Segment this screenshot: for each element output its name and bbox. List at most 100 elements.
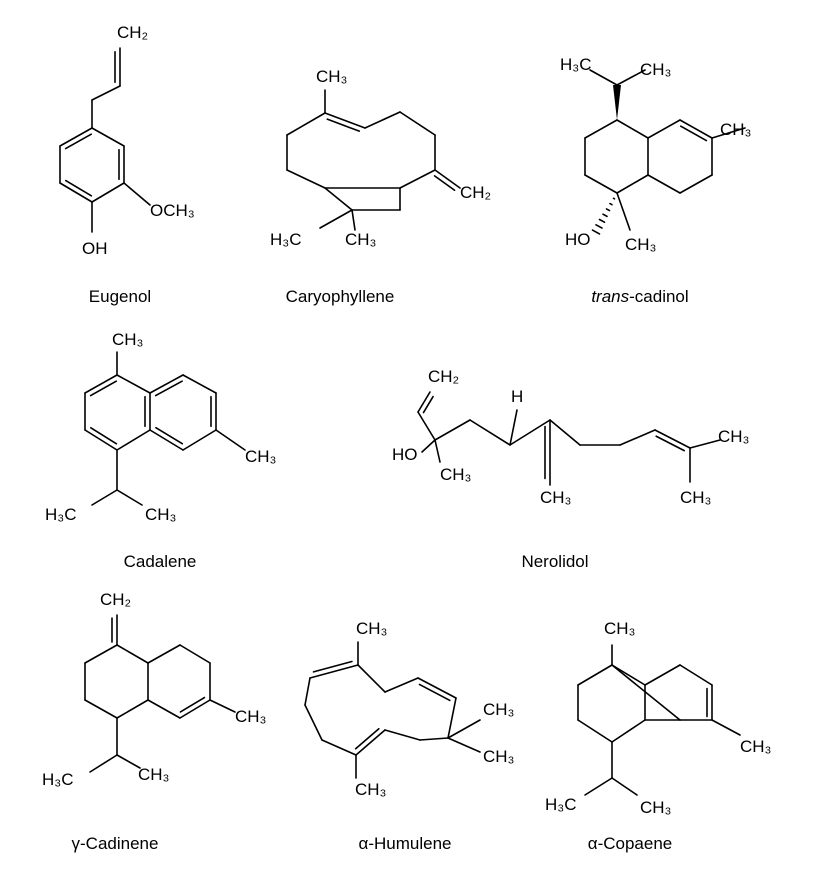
single-bond — [123, 182, 151, 206]
double-bond — [64, 133, 93, 150]
single-bond — [616, 119, 649, 139]
single-bond — [616, 174, 649, 194]
single-bond — [419, 737, 449, 741]
atom-label: CH₃ — [145, 505, 176, 524]
atom-label: CH₃ — [625, 235, 656, 254]
single-bond — [509, 419, 551, 446]
single-bond — [611, 777, 638, 796]
single-bond — [679, 119, 713, 139]
single-bond — [434, 169, 461, 189]
single-bond — [116, 489, 143, 506]
single-bond — [179, 644, 211, 664]
single-bond — [417, 677, 457, 699]
name-text: α-Humulene — [359, 834, 452, 853]
name-text: Caryophyllene — [286, 287, 395, 306]
atom-label: H₃C — [560, 55, 591, 74]
atom-label: H₃C — [42, 770, 73, 789]
single-bond — [421, 439, 436, 453]
single-bond — [84, 644, 118, 664]
single-bond — [59, 127, 93, 147]
single-bond — [589, 69, 618, 86]
atom-label: CH₃ — [138, 765, 169, 784]
hashed-bond — [602, 213, 608, 218]
single-bond — [116, 644, 149, 664]
single-bond — [351, 209, 356, 231]
single-bond — [91, 489, 118, 506]
single-bond — [549, 419, 581, 446]
single-bond — [91, 182, 125, 203]
atom-label: CH₃ — [604, 619, 635, 638]
single-bond — [286, 112, 326, 136]
single-bond — [116, 754, 141, 769]
single-bond — [447, 697, 457, 739]
single-bond — [91, 127, 125, 147]
single-bond — [654, 429, 691, 449]
hashed-bond — [605, 208, 611, 212]
single-bond — [647, 174, 681, 194]
single-bond — [679, 664, 713, 686]
atom-label: CH₃ — [740, 737, 771, 756]
atom-label: CH₂ — [428, 367, 459, 386]
single-bond — [577, 719, 613, 743]
single-bond — [611, 719, 646, 743]
double-bond — [422, 395, 434, 414]
single-bond — [711, 127, 746, 139]
single-bond — [304, 704, 323, 741]
single-bond — [611, 664, 681, 721]
atom-label: CH₃ — [720, 120, 751, 139]
name-text: -cadinol — [629, 287, 689, 306]
atom-label: H₃C — [270, 230, 301, 249]
name-text: Nerolidol — [521, 552, 588, 571]
single-bond — [434, 419, 471, 441]
single-bond — [116, 374, 151, 394]
single-bond — [447, 719, 481, 739]
single-bond — [149, 374, 184, 394]
double-bond — [90, 426, 118, 445]
double-bond — [312, 660, 353, 673]
double-bond — [64, 179, 93, 197]
atom-label: OCH₃ — [150, 201, 195, 220]
single-bond — [616, 192, 631, 231]
single-bond — [355, 729, 386, 756]
atom-label: CH₃ — [345, 230, 376, 249]
single-bond — [149, 429, 184, 451]
single-bond — [147, 644, 181, 664]
molecule-name: γ-Cadinene — [72, 834, 159, 853]
single-bond — [324, 187, 353, 211]
single-bond — [59, 182, 93, 203]
atom-label: CH₃ — [483, 700, 514, 719]
hashed-bond — [609, 202, 613, 206]
single-bond — [619, 429, 656, 446]
single-bond — [209, 699, 236, 713]
single-bond — [324, 112, 366, 129]
double-bond — [418, 683, 451, 702]
double-bond — [354, 727, 380, 750]
molecule-name: Cadalene — [124, 552, 197, 571]
single-bond — [321, 739, 357, 756]
atom-label: HO — [392, 445, 418, 464]
atom-label: H — [511, 387, 523, 406]
atom-label: HO — [565, 230, 591, 249]
single-bond — [509, 409, 518, 446]
single-bond — [399, 169, 436, 189]
double-bond — [89, 380, 118, 397]
single-bond — [447, 737, 481, 753]
single-bond — [584, 119, 618, 139]
atom-label: CH₃ — [440, 465, 471, 484]
single-bond — [417, 391, 431, 413]
single-bond — [91, 85, 121, 101]
single-bond — [616, 69, 646, 86]
single-bond — [182, 374, 217, 394]
atom-label: CH₃ — [355, 780, 386, 799]
hashed-bond — [598, 218, 606, 224]
atom-label: CH₃ — [680, 488, 711, 507]
name-prefix: trans — [591, 287, 629, 306]
name-text: γ-Cadinene — [72, 834, 159, 853]
wedge-bond — [613, 85, 621, 120]
atom-label: H₃C — [45, 505, 76, 524]
atom-label: OH — [82, 239, 108, 258]
